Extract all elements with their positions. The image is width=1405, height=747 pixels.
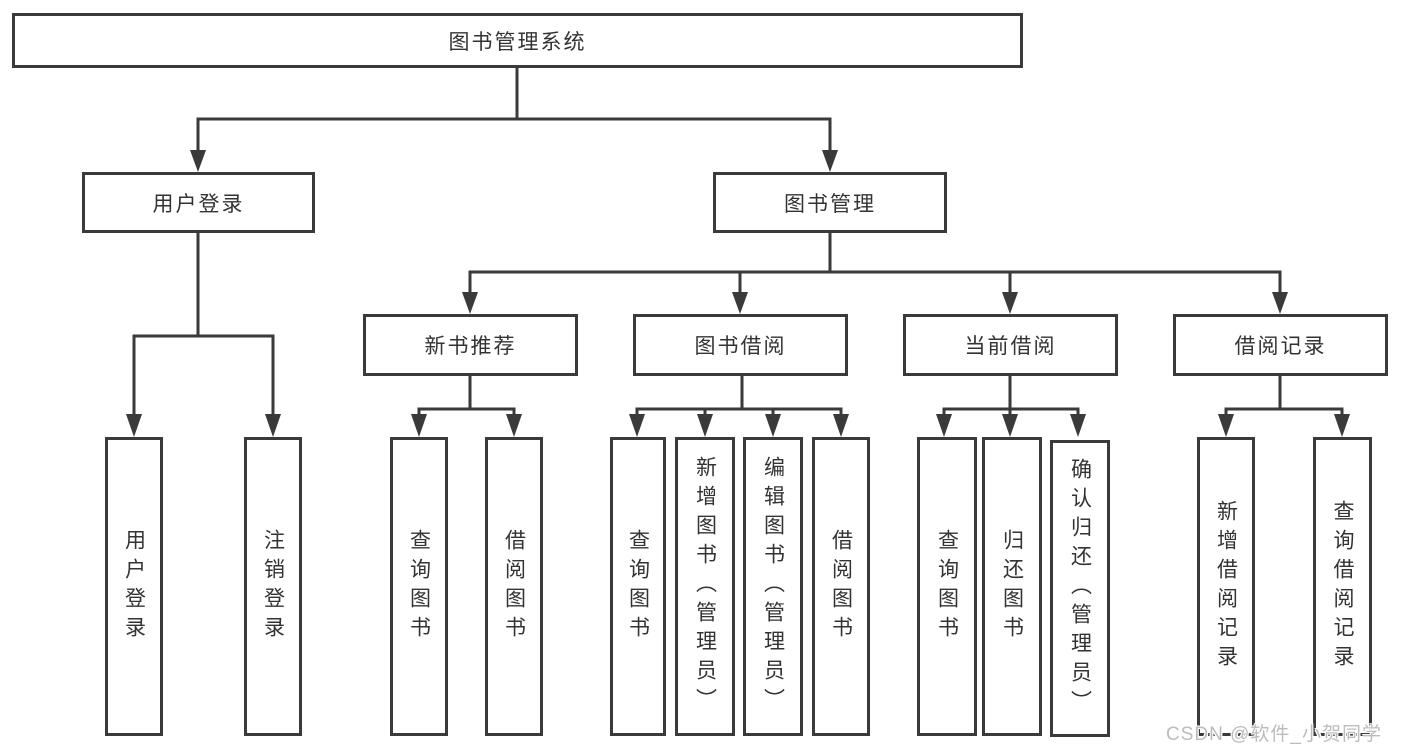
connector-user-login-children [132,233,275,416]
node-label: 借阅图书 [829,528,853,645]
node-label: 用户登录 [122,528,146,645]
arrowhead [732,292,748,314]
arrowhead [462,292,478,314]
node-label: 图书管理 [784,192,876,216]
arrowhead [265,414,281,437]
node-label: 借阅记录 [1234,335,1327,358]
leaf-add-borrow-record: 新增借阅记录 [1197,437,1255,736]
arrowhead [697,414,713,437]
arrowhead [1002,292,1018,314]
connector-current-borrow-children [942,376,1080,418]
node-system-root: 图书管理系统 [12,13,1023,68]
node-label: 图书借阅 [694,335,787,358]
node-book-management: 图书管理 [713,172,947,233]
leaf-add-books-admin: 新增图书（管理员） [675,437,735,736]
arrowhead [1272,292,1288,314]
arrowhead [506,414,522,437]
node-label: 新增图书（管理员） [693,456,717,717]
arrowhead [411,414,427,437]
node-label: 确认归还（管理员） [1068,458,1092,719]
node-current-borrowing: 当前借阅 [903,314,1118,376]
connector-new-book-rec-children [417,376,516,418]
leaf-borrow-books-borrowing: 借阅图书 [812,437,870,736]
arrowhead [822,150,838,172]
leaf-query-books-current: 查询图书 [917,437,977,736]
arrowhead [765,414,781,437]
arrowhead [126,414,142,437]
node-book-borrowing: 图书借阅 [633,314,848,376]
arrowhead [1334,414,1350,437]
node-label: 借阅图书 [502,528,526,645]
leaf-edit-books-admin: 编辑图书（管理员） [743,437,803,736]
node-label: 注销登录 [261,528,285,645]
node-label: 查询图书 [407,528,431,645]
node-new-book-recommend: 新书推荐 [363,314,578,376]
arrowhead [833,414,849,437]
node-label: 查询图书 [626,528,650,645]
connector-book-management-sections [468,233,1282,294]
node-label: 用户登录 [152,192,245,216]
node-label: 当前借阅 [964,335,1057,358]
connector-borrow-record-children [1224,376,1344,418]
leaf-query-books-recommend: 查询图书 [390,437,448,736]
node-label: 编辑图书（管理员） [761,456,785,717]
watermark: CSDN @软件_小贺同学 [1166,724,1382,745]
connector-book-borrow-children [635,376,843,418]
node-label: 查询图书 [935,528,959,645]
node-label: 归还图书 [1000,528,1024,645]
node-user-login: 用户登录 [82,172,315,233]
arrowhead [1218,414,1234,437]
leaf-return-books: 归还图书 [982,437,1042,736]
leaf-logout: 注销登录 [244,437,302,736]
connector-root-to-level2 [196,68,832,152]
node-label: 查询借阅记录 [1331,499,1354,674]
arrowhead [1070,414,1086,437]
leaf-confirm-return-admin: 确认归还（管理员） [1050,440,1110,737]
leaf-borrow-books-recommend: 借阅图书 [485,437,543,736]
leaf-query-borrow-record: 查询借阅记录 [1313,437,1372,736]
leaf-user-login: 用户登录 [105,437,163,736]
node-label: 新书推荐 [424,335,517,358]
arrowhead [190,150,206,172]
leaf-query-books-borrowing: 查询图书 [610,437,666,736]
arrowhead [1002,414,1018,437]
arrowhead [936,414,952,437]
node-label: 新增借阅记录 [1214,499,1238,674]
node-borrowing-records: 借阅记录 [1173,314,1388,376]
arrowhead [629,414,645,437]
node-label: 图书管理系统 [448,30,587,54]
